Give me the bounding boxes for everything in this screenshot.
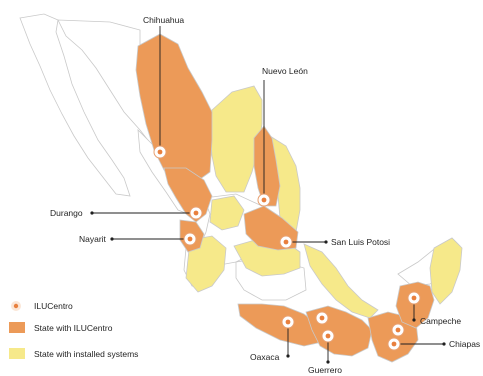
legend-installed-swatch xyxy=(9,348,25,359)
state-chiapas xyxy=(367,311,419,363)
dot-nayarit xyxy=(110,237,114,241)
marker-nuevo-leon[interactable] xyxy=(257,193,271,207)
state-veracruz xyxy=(303,243,379,319)
state-jalisco-yellow xyxy=(185,235,227,293)
legend-ilucentro-label: State with ILUCentro xyxy=(34,323,113,333)
marker-guerrero[interactable] xyxy=(321,329,335,343)
label-durango: Durango xyxy=(50,208,83,218)
legend-ilucentro-swatch xyxy=(9,322,25,333)
legend-installed-label: State with installed systems xyxy=(34,349,138,359)
label-chiapas: Chiapas xyxy=(449,339,480,349)
dot-campeche xyxy=(412,318,416,322)
marker-chiapas[interactable] xyxy=(387,337,401,351)
marker-guerrero-north[interactable] xyxy=(315,311,329,325)
dot-chiapas xyxy=(442,342,446,346)
label-oaxaca: Oaxaca xyxy=(250,352,280,362)
dot-durango xyxy=(90,211,94,215)
dot-guerrero xyxy=(326,360,330,364)
marker-durango[interactable] xyxy=(189,206,203,220)
state-zacatecas xyxy=(209,195,245,231)
dot-oaxaca xyxy=(286,354,290,358)
label-san-luis-potosi: San Luis Potosi xyxy=(331,237,390,247)
legend: ILUCentro State with ILUCentro State wit… xyxy=(9,301,138,359)
label-nuevo-leon: Nuevo León xyxy=(262,66,308,76)
leader-lines xyxy=(92,26,444,362)
marker-chihuahua[interactable] xyxy=(153,145,167,159)
marker-oaxaca[interactable] xyxy=(281,315,295,329)
marker-nayarit[interactable] xyxy=(183,232,197,246)
state-coahuila xyxy=(209,85,263,193)
location-labels: Chihuahua Nuevo León Durango Nayarit San… xyxy=(50,15,480,375)
state-baja-california xyxy=(19,13,131,197)
marker-chiapas-north[interactable] xyxy=(391,323,405,337)
dot-san-luis-potosi xyxy=(324,240,328,244)
label-guerrero: Guerrero xyxy=(308,365,342,375)
label-nayarit: Nayarit xyxy=(79,234,107,244)
legend-marker-item: ILUCentro xyxy=(11,301,73,311)
state-quintana-roo xyxy=(429,237,463,305)
marker-campeche[interactable] xyxy=(407,291,421,305)
legend-marker-label: ILUCentro xyxy=(34,301,73,311)
state-nuevo-leon xyxy=(253,125,281,207)
label-campeche: Campeche xyxy=(420,316,461,326)
leader-dots xyxy=(90,211,446,364)
state-guerrero xyxy=(237,303,323,347)
legend-installed-item: State with installed systems xyxy=(9,348,138,359)
installed-states xyxy=(185,85,463,319)
label-chihuahua: Chihuahua xyxy=(143,15,184,25)
state-campeche xyxy=(395,281,435,329)
ilucentro-markers xyxy=(153,145,421,351)
marker-san-luis-potosi[interactable] xyxy=(279,235,293,249)
legend-ilucentro-item: State with ILUCentro xyxy=(9,322,113,333)
